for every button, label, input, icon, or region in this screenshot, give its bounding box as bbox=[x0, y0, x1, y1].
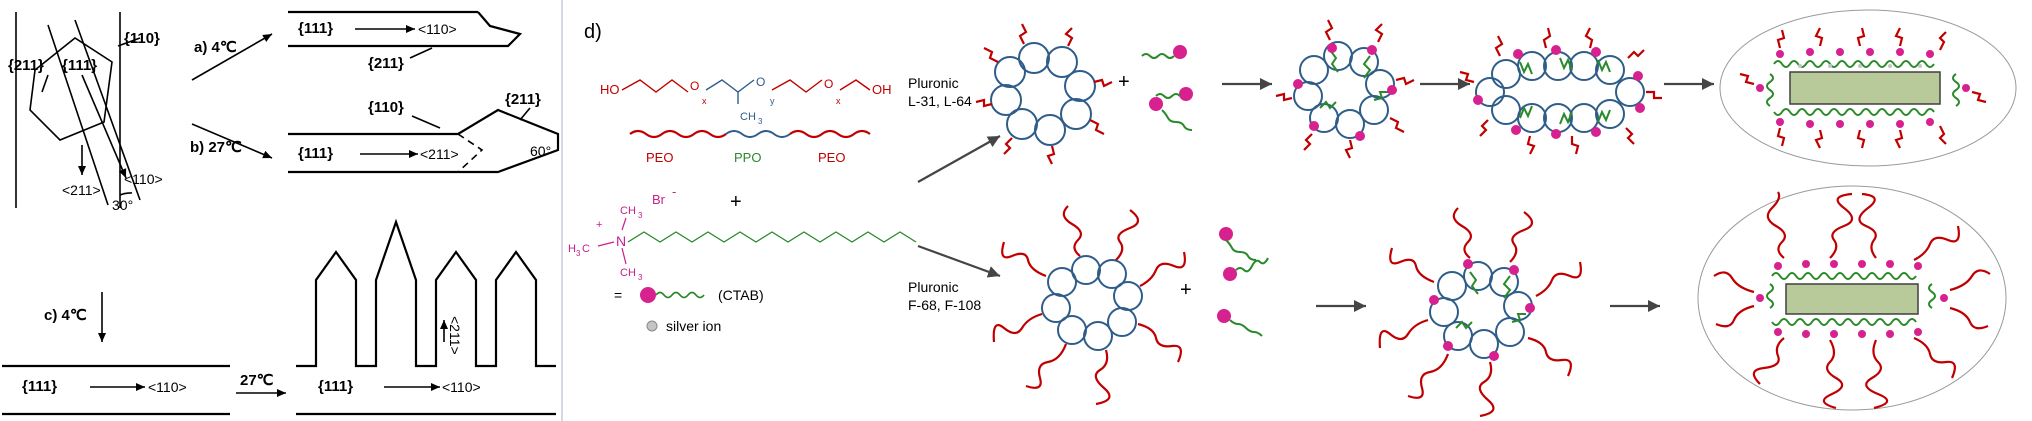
right-panel: d) HO O x CH 3 O y O x OH PEO PPO PEO + bbox=[568, 9, 2017, 418]
oxygen-3-label: O bbox=[824, 77, 833, 91]
plane-111-label: {111} bbox=[298, 20, 333, 37]
top-row: + bbox=[975, 9, 2017, 167]
direction-211-label: <211> bbox=[420, 146, 459, 162]
ch3-sub-label: 3 bbox=[758, 117, 763, 126]
plane-110-label: {110} bbox=[124, 30, 160, 47]
plane-111-label: {111} bbox=[298, 145, 333, 162]
ch3-label: CH bbox=[740, 111, 756, 123]
ctab-head-icon bbox=[640, 287, 656, 303]
panel-label: d) bbox=[584, 21, 602, 43]
oh-label: OH bbox=[872, 82, 892, 97]
hexagon-face bbox=[29, 37, 113, 141]
sub-x1-label: x bbox=[702, 96, 707, 106]
branch-b: b) 27℃ {111} <211> {110} {211} 60° bbox=[190, 91, 560, 174]
rod-micelle-bottom bbox=[1697, 185, 2007, 411]
rod-micelle-top bbox=[1719, 9, 2017, 167]
h3c-sub: 3 bbox=[576, 249, 581, 258]
sub-x2-label: x bbox=[836, 96, 841, 106]
crystal-sketch: {211} {111} {110} <211> <110> 30° bbox=[8, 12, 163, 213]
ch3-bottom: CH bbox=[620, 267, 636, 279]
plane-211-label: {211} bbox=[368, 55, 404, 72]
silver-ion-legend: silver ion bbox=[666, 318, 721, 334]
plane-111-label: {111} bbox=[318, 378, 353, 395]
elongated-micelle-top bbox=[1459, 27, 1662, 155]
plane-211-label: {211} bbox=[8, 57, 44, 74]
plus-top: + bbox=[1118, 71, 1130, 93]
direction-110-label: <110> bbox=[124, 171, 163, 187]
ctab-molecules-bottom bbox=[1217, 227, 1269, 337]
h3c-h: H bbox=[568, 243, 576, 255]
plus-middle: + bbox=[730, 191, 742, 213]
micelle-ring-bottom bbox=[992, 205, 1186, 406]
direction-211-label: <211> bbox=[62, 182, 101, 198]
oxygen-2-label: O bbox=[756, 75, 765, 89]
nitrogen-label: N bbox=[616, 233, 626, 249]
bottom-row: + bbox=[992, 185, 2007, 418]
bromide-minus: - bbox=[672, 184, 676, 199]
ctab-legend: (CTAB) bbox=[718, 287, 764, 303]
micelle-ring-top bbox=[975, 23, 1113, 165]
pluronic-top-label: Pluronic L-31, L-64 bbox=[908, 75, 972, 109]
sub-y-label: y bbox=[770, 96, 775, 106]
bromide-label: Br bbox=[652, 192, 666, 207]
ho-label: HO bbox=[600, 82, 620, 97]
pluronic-structure: HO O x CH 3 O y O x OH PEO PPO PEO bbox=[600, 75, 892, 165]
ctab-molecules-top bbox=[1141, 45, 1193, 131]
branch-c-label: c) 4℃ bbox=[44, 307, 87, 324]
silver-ion-icon bbox=[646, 320, 658, 332]
angle-30-label: 30° bbox=[112, 197, 133, 213]
branch-a-label: a) 4℃ bbox=[194, 39, 237, 56]
angle-60-label: 60° bbox=[530, 143, 551, 159]
arrow-pluronic-bottom bbox=[917, 244, 1001, 278]
ctab-structure: Br - + N H 3 C CH 3 CH 3 = (CTAB) silver… bbox=[568, 184, 917, 334]
ch3-bottom-sub: 3 bbox=[638, 273, 643, 282]
plane-211-label: {211} bbox=[505, 91, 541, 108]
ppo-label: PPO bbox=[734, 150, 761, 165]
mixed-micelle-bottom bbox=[1378, 207, 1582, 418]
branch-a: a) 4℃ {111} <110> {211} bbox=[191, 10, 523, 81]
direction-110-label: <110> bbox=[148, 379, 187, 395]
direction-211-vertical-label: <211> bbox=[447, 316, 463, 355]
ammonium-plus: + bbox=[596, 219, 602, 231]
branch-b-label: b) 27℃ bbox=[190, 139, 242, 156]
transition-label: 27℃ bbox=[240, 372, 274, 389]
mixed-micelle-top bbox=[1275, 19, 1415, 159]
plane-111-label: {111} bbox=[62, 57, 97, 74]
plus-bottom: + bbox=[1180, 279, 1192, 301]
arrow-pluronic-top bbox=[917, 135, 1001, 183]
direction-110-label: <110> bbox=[418, 21, 457, 37]
peo-right-label: PEO bbox=[818, 150, 845, 165]
branch-c: c) 4℃ {111} <110> 27℃ {111} <110> <211> bbox=[2, 218, 556, 416]
peo-left-label: PEO bbox=[646, 150, 673, 165]
ch3-top-sub: 3 bbox=[638, 211, 643, 220]
plane-111-label: {111} bbox=[22, 378, 57, 395]
direction-110-label: <110> bbox=[442, 379, 481, 395]
h3c-c: C bbox=[582, 243, 590, 255]
pluronic-bottom-label: Pluronic F-68, F-108 bbox=[908, 279, 981, 313]
left-panel: {211} {111} {110} <211> <110> 30° a) 4℃ … bbox=[2, 10, 560, 416]
equals-sign: = bbox=[614, 287, 622, 303]
plane-110-label: {110} bbox=[368, 99, 404, 116]
oxygen-1-label: O bbox=[690, 79, 699, 93]
ch3-top: CH bbox=[620, 205, 636, 217]
